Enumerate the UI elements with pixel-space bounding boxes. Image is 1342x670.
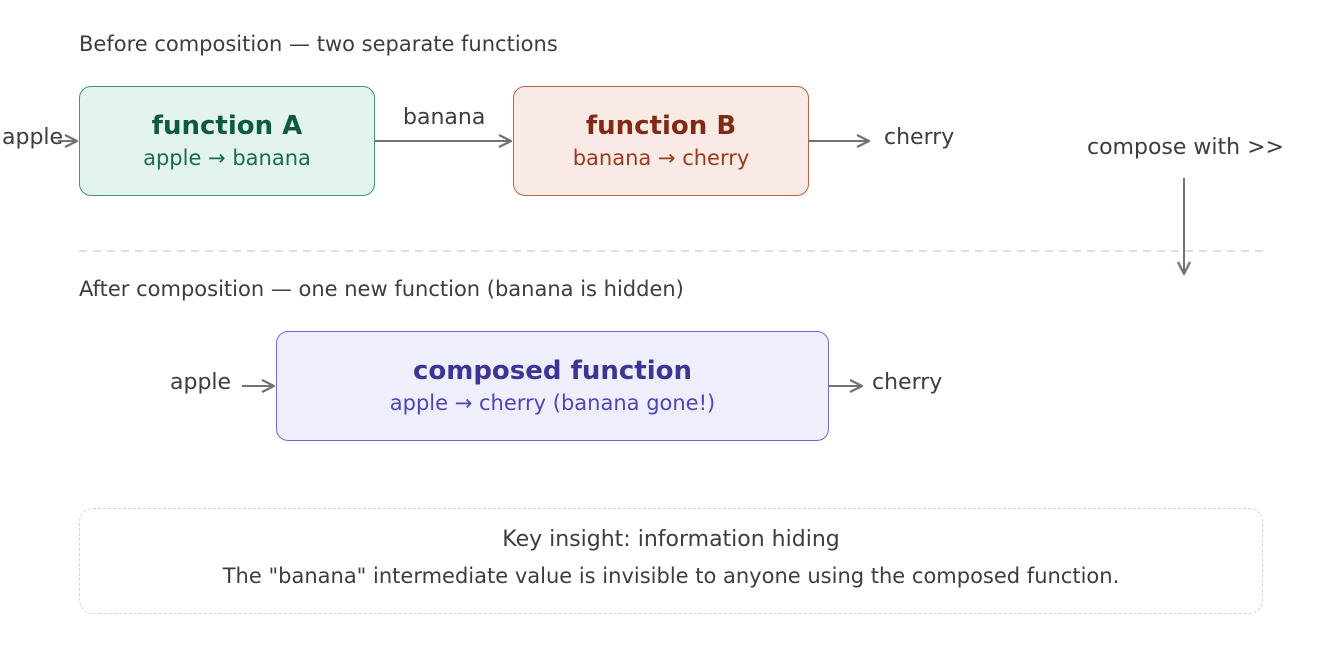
- insight-body: The "banana" intermediate value is invis…: [222, 564, 1120, 588]
- function-a-box: function A apple → banana: [79, 86, 375, 196]
- composed-function-signature: apple → cherry (banana gone!): [389, 391, 716, 415]
- after-title: After composition — one new function (ba…: [79, 277, 684, 301]
- function-b-name: function B: [585, 111, 737, 141]
- after-output-label: cherry: [872, 370, 943, 395]
- function-b-signature: banana → cherry: [572, 146, 750, 170]
- function-a-signature: apple → banana: [143, 146, 311, 170]
- insight-heading: Key insight: information hiding: [502, 527, 840, 552]
- before-title: Before composition — two separate functi…: [79, 32, 558, 56]
- function-b-box: function B banana → cherry: [513, 86, 809, 196]
- before-output-label: cherry: [884, 125, 955, 150]
- compose-label: compose with >>: [1087, 135, 1284, 160]
- composed-function-box: composed function apple → cherry (banana…: [276, 331, 829, 441]
- intermediate-label: banana: [403, 105, 486, 130]
- composed-function-name: composed function: [412, 356, 693, 386]
- before-input-label: apple: [2, 125, 64, 150]
- insight-panel: Key insight: information hiding The "ban…: [79, 508, 1263, 614]
- after-input-label: apple: [170, 370, 232, 395]
- function-a-name: function A: [151, 111, 303, 141]
